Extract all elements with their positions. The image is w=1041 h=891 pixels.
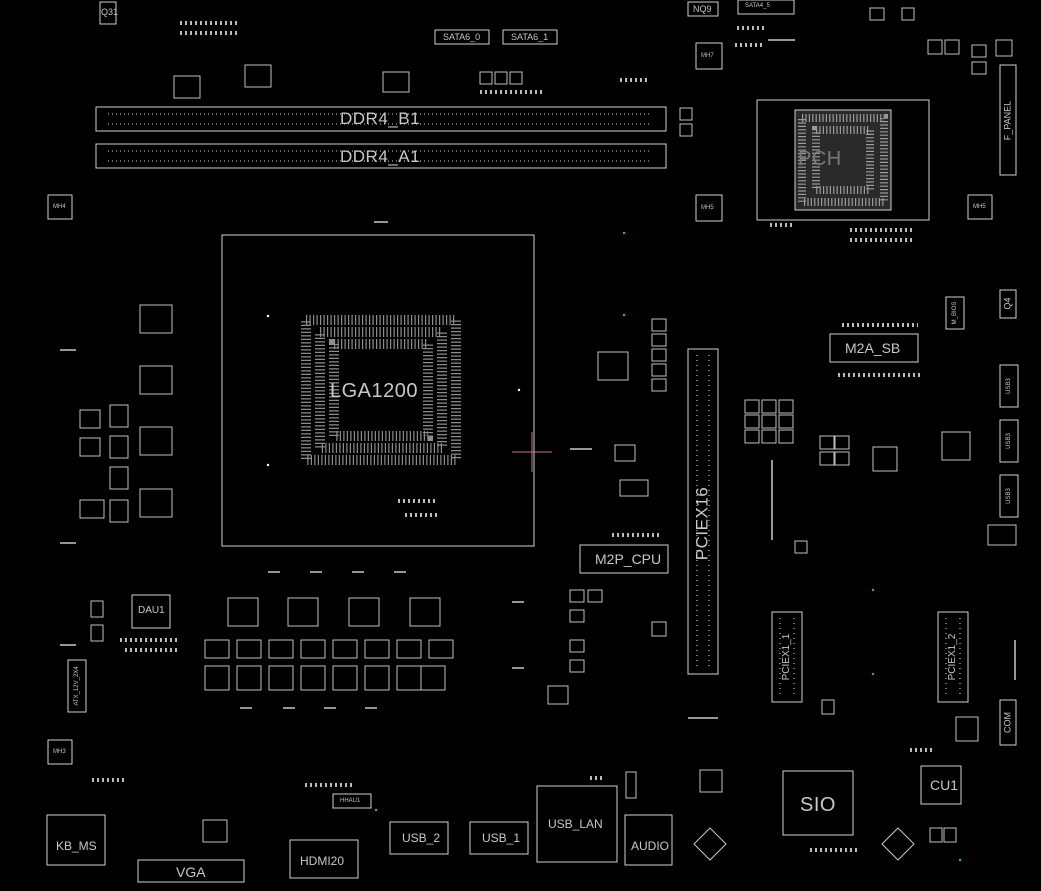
via-dots [374,231,962,862]
sio-label: SIO [800,794,836,816]
pciex16-pins [696,355,710,668]
mh4-label: MH4 [53,204,66,210]
cpu-pin-field [301,315,461,465]
cpu-socket [221,234,535,547]
pciex1-1-slot [771,611,803,703]
mh3-label: MH3 [53,749,66,755]
f-panel-label: F_PANEL [1002,100,1013,141]
com-label: COM [1002,712,1013,733]
cpu-socket-label: LGA1200 [330,380,419,402]
usb2-port [389,821,449,855]
sata6-0-box [434,29,490,45]
hdmi-label: HDMI20 [300,854,345,868]
cu1-chip [920,765,962,805]
usb3-header-2 [999,419,1019,463]
usb-lan-label: USB_LAN [548,817,603,831]
atx-12v-header [67,659,87,713]
dau1-chip [131,594,171,629]
hhau1-label: HHAU1 [340,798,361,804]
mh5-hole-left [695,194,723,222]
vga-port [137,859,245,883]
ddr4-a1-label: DDR4_A1 [340,147,421,166]
mh5-right-label: MH5 [973,204,986,210]
usb2-label: USB_2 [402,831,441,845]
white-dots [266,314,521,467]
pch-die [794,109,892,211]
mh4-hole [47,194,73,220]
m2a-sb-box [829,333,919,363]
vga-label: VGA [176,864,206,880]
m2p-cpu-box [579,544,669,574]
sio-chip [782,770,854,836]
com-header [999,699,1017,746]
trace-marks [60,39,1016,719]
pciex1-2-label: PCIEX1_2 [947,633,958,681]
small-components [79,7,1017,843]
dau1-label: DAU1 [138,605,165,616]
kb-ms-port [46,814,106,866]
pciex16-label: PCIEX16 [692,486,712,561]
q31-chip [99,1,117,25]
usb3-header-2-label: USB3 [1006,433,1012,449]
pciex16-slot [687,348,719,675]
atx-12v-label: ATX_12V_2X4 [74,666,80,706]
m-bios-chip [945,296,965,330]
m2a-sb-label: M2A_SB [845,340,901,356]
usb1-label: USB_1 [482,831,521,845]
sata4-5-label: SATA4_5 [745,3,770,9]
pch-ball-grid [798,114,888,206]
m-bios-label: M_BIOS [952,301,958,325]
kb-ms-label: KB_MS [56,839,97,853]
nq9-label: NQ9 [693,4,712,14]
nq9-chip [687,1,719,17]
hhau1-box [332,793,372,809]
f-panel-header [999,64,1017,176]
usb3-header-3-label: USB3 [1006,488,1012,504]
m2p-cpu-label: M2P_CPU [595,551,662,567]
sata6-0-label: SATA6_0 [443,32,481,42]
hdmi-port [289,839,359,879]
q4-label: Q4 [1002,297,1013,310]
mh5-left-label: MH5 [701,205,714,211]
audio-port [624,814,673,866]
pch-label: PCH [798,148,842,170]
pciex1-pins [779,618,961,696]
q31-label: Q31 [101,7,119,17]
pad-rows [92,21,935,852]
diamond-components [693,827,915,861]
usb3-header-1-label: USB3 [1006,378,1012,394]
ddr4-a1-slot [95,143,667,169]
q4-chip [999,289,1017,319]
pch-chip-outline [756,99,930,221]
ddr4-b1-slot [95,106,667,132]
sata6-1-box [502,29,558,45]
mh7-hole [695,42,723,70]
usb3-header-3 [999,474,1019,518]
sata4-5-chip [737,0,795,15]
pciex1-1-label: PCIEX1_1 [781,633,792,681]
usb1-port [469,821,529,855]
pciex1-2-slot [937,611,969,703]
mh5-hole-right [967,194,993,220]
mh3-hole [47,739,73,765]
usb3-header-1 [999,364,1019,408]
audio-label: AUDIO [631,839,670,853]
crosshair-cursor [512,432,552,472]
cu1-label: CU1 [930,777,959,793]
sata6-1-label: SATA6_1 [511,32,549,42]
ddr4-b1-label: DDR4_B1 [340,109,421,128]
usb-lan-port [536,785,618,863]
mh7-label: MH7 [701,53,714,59]
